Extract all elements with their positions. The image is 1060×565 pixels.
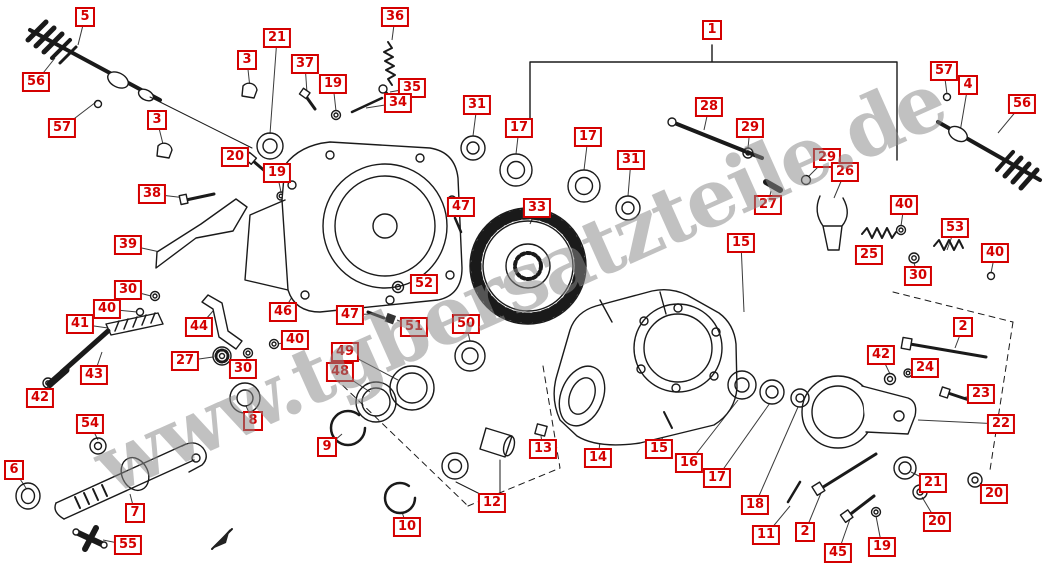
part-label-25[interactable]: 25 bbox=[854, 245, 884, 265]
differential-carrier-drawing bbox=[553, 288, 738, 446]
part-label-5[interactable]: 5 bbox=[75, 7, 95, 27]
part-label-14[interactable]: 14 bbox=[583, 448, 613, 468]
part-label-47[interactable]: 47 bbox=[446, 197, 476, 217]
part-label-45[interactable]: 45 bbox=[823, 543, 853, 563]
part-label-1[interactable]: 1 bbox=[702, 20, 722, 40]
part-label-17[interactable]: 17 bbox=[702, 468, 732, 488]
part-label-16[interactable]: 16 bbox=[674, 453, 704, 473]
part-label-23[interactable]: 23 bbox=[966, 384, 996, 404]
leader-line-21 bbox=[269, 37, 278, 135]
part-label-31[interactable]: 31 bbox=[462, 95, 492, 115]
part-label-15[interactable]: 15 bbox=[644, 439, 674, 459]
part-label-9[interactable]: 9 bbox=[317, 437, 337, 457]
part-label-20[interactable]: 20 bbox=[979, 484, 1009, 504]
part-label-24[interactable]: 24 bbox=[910, 358, 940, 378]
bearings-snaprings-drawing bbox=[229, 365, 516, 515]
part-label-38[interactable]: 38 bbox=[137, 184, 167, 204]
part-label-21[interactable]: 21 bbox=[918, 473, 948, 493]
part-label-8[interactable]: 8 bbox=[243, 411, 263, 431]
part-label-21[interactable]: 21 bbox=[262, 28, 292, 48]
part-label-17[interactable]: 17 bbox=[573, 127, 603, 147]
seal-bearing-row-drawing bbox=[460, 135, 641, 221]
part-label-48[interactable]: 48 bbox=[325, 362, 355, 382]
part-label-31[interactable]: 31 bbox=[616, 150, 646, 170]
driveshaft-drawing bbox=[15, 437, 233, 552]
part-label-17[interactable]: 17 bbox=[504, 118, 534, 138]
shift-mechanism-drawing bbox=[667, 117, 996, 281]
part-label-47[interactable]: 47 bbox=[335, 305, 365, 325]
left-axle-drawing bbox=[25, 19, 258, 159]
part-label-7[interactable]: 7 bbox=[125, 503, 145, 523]
gearbox-housing-drawing bbox=[244, 132, 463, 313]
part-label-42[interactable]: 42 bbox=[25, 388, 55, 408]
part-label-22[interactable]: 22 bbox=[986, 414, 1016, 434]
part-label-49[interactable]: 49 bbox=[330, 342, 360, 362]
part-label-4[interactable]: 4 bbox=[958, 75, 978, 95]
left-linkage-drawing bbox=[42, 192, 280, 389]
part-label-20[interactable]: 20 bbox=[922, 512, 952, 532]
diff-bearing-row-drawing bbox=[663, 370, 810, 429]
part-label-19[interactable]: 19 bbox=[318, 74, 348, 94]
part-label-41[interactable]: 41 bbox=[65, 314, 95, 334]
part-label-18[interactable]: 18 bbox=[740, 495, 770, 515]
part-label-57[interactable]: 57 bbox=[929, 61, 959, 81]
ring-gear-drawing bbox=[469, 207, 587, 325]
part-label-30[interactable]: 30 bbox=[113, 280, 143, 300]
part-label-54[interactable]: 54 bbox=[75, 414, 105, 434]
part-label-46[interactable]: 46 bbox=[268, 302, 298, 322]
leader-line-18 bbox=[754, 406, 799, 506]
leader-line-15 bbox=[740, 242, 745, 313]
part-label-43[interactable]: 43 bbox=[79, 365, 109, 385]
part-label-28[interactable]: 28 bbox=[694, 97, 724, 117]
part-label-51[interactable]: 51 bbox=[399, 317, 429, 337]
bearing-carrier-drawing bbox=[801, 375, 983, 500]
part-label-12[interactable]: 12 bbox=[477, 493, 507, 513]
part-label-2[interactable]: 2 bbox=[795, 522, 815, 542]
part-label-52[interactable]: 52 bbox=[409, 274, 439, 294]
part-label-36[interactable]: 36 bbox=[380, 7, 410, 27]
part-label-30[interactable]: 30 bbox=[903, 266, 933, 286]
mid-fasteners-drawing bbox=[366, 216, 548, 437]
part-label-56[interactable]: 56 bbox=[21, 72, 51, 92]
part-label-56[interactable]: 56 bbox=[1007, 94, 1037, 114]
part-label-44[interactable]: 44 bbox=[184, 317, 214, 337]
part-label-40[interactable]: 40 bbox=[980, 243, 1010, 263]
part-label-53[interactable]: 53 bbox=[940, 218, 970, 238]
part-label-10[interactable]: 10 bbox=[392, 517, 422, 537]
part-label-37[interactable]: 37 bbox=[290, 54, 320, 74]
part-label-39[interactable]: 39 bbox=[113, 235, 143, 255]
part-label-20[interactable]: 20 bbox=[220, 147, 250, 167]
part-label-3[interactable]: 3 bbox=[237, 50, 257, 70]
part-label-33[interactable]: 33 bbox=[522, 198, 552, 218]
part-label-3[interactable]: 3 bbox=[147, 110, 167, 130]
part-label-19[interactable]: 19 bbox=[262, 163, 292, 183]
part-label-40[interactable]: 40 bbox=[889, 195, 919, 215]
part-label-34[interactable]: 34 bbox=[383, 93, 413, 113]
part-label-40[interactable]: 40 bbox=[280, 330, 310, 350]
leader-line-17 bbox=[716, 402, 771, 479]
part-label-30[interactable]: 30 bbox=[228, 359, 258, 379]
part-label-26[interactable]: 26 bbox=[830, 162, 860, 182]
part-label-15[interactable]: 15 bbox=[726, 233, 756, 253]
callout-1-bracket bbox=[529, 44, 898, 161]
part-label-29[interactable]: 29 bbox=[735, 118, 765, 138]
part-label-11[interactable]: 11 bbox=[751, 525, 781, 545]
right-axle-drawing bbox=[936, 92, 1042, 191]
part-label-13[interactable]: 13 bbox=[528, 439, 558, 459]
part-label-2[interactable]: 2 bbox=[953, 317, 973, 337]
part-label-57[interactable]: 57 bbox=[47, 118, 77, 138]
part-label-42[interactable]: 42 bbox=[866, 345, 896, 365]
part-label-19[interactable]: 19 bbox=[867, 537, 897, 557]
part-label-55[interactable]: 55 bbox=[113, 535, 143, 555]
part-label-27[interactable]: 27 bbox=[753, 195, 783, 215]
part-label-6[interactable]: 6 bbox=[4, 460, 24, 480]
part-label-40[interactable]: 40 bbox=[92, 299, 122, 319]
part-label-50[interactable]: 50 bbox=[451, 314, 481, 334]
part-label-27[interactable]: 27 bbox=[170, 351, 200, 371]
